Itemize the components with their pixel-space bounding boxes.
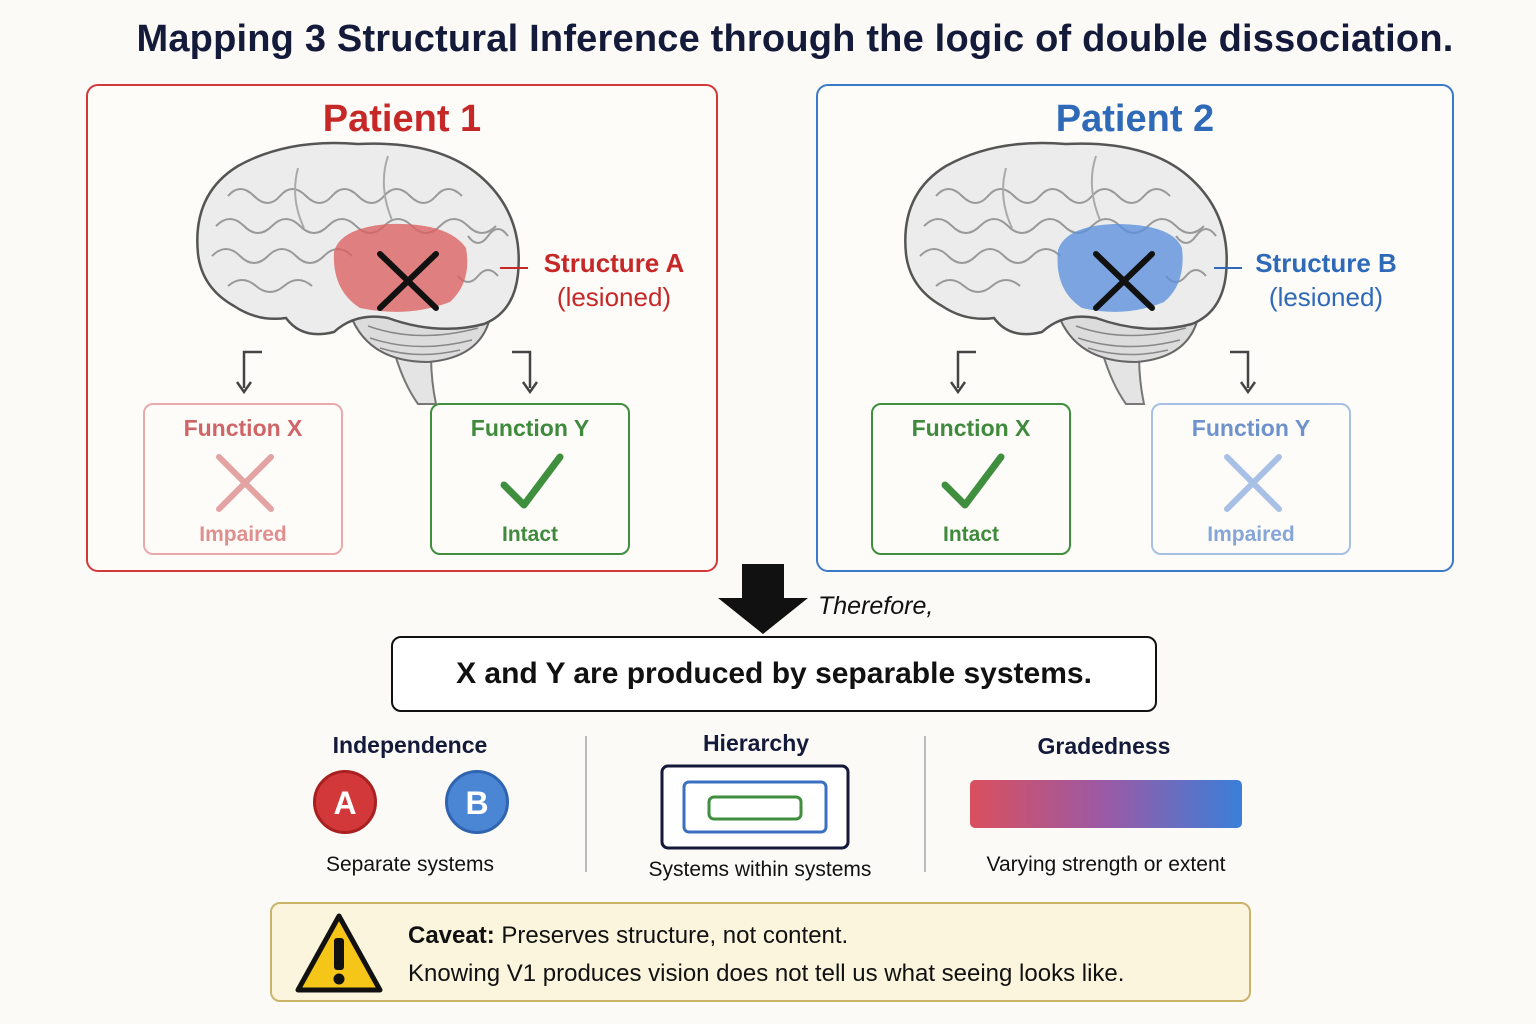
function-state: Intact xyxy=(501,523,558,546)
hierarchy-caption: Systems within systems xyxy=(648,858,872,881)
warning-icon xyxy=(295,913,383,993)
caveat-label: Caveat: xyxy=(408,922,495,949)
function-name: Function Y xyxy=(470,415,590,441)
structure-a-name: Structure A xyxy=(543,248,685,278)
arrow-down-icon xyxy=(512,350,539,395)
independence-heading: Independence xyxy=(332,732,488,758)
function-name: Function X xyxy=(911,415,1031,441)
gradient-bar xyxy=(970,780,1242,828)
therefore-label: Therefore, xyxy=(818,592,934,620)
brain-illustration-patient-1 xyxy=(196,141,528,405)
patient-1-function-y-box: Function Y Intact xyxy=(430,403,630,555)
structure-a-state: (lesioned) xyxy=(556,282,672,312)
patient-2-panel: Patient 2 Structure B (lesioned) xyxy=(816,84,1454,572)
gradedness-caption: Varying strength or extent xyxy=(986,853,1226,876)
arrow-down-icon xyxy=(949,350,976,395)
patient-2-title: Patient 2 xyxy=(1055,98,1215,140)
function-name: Function X xyxy=(183,415,303,441)
system-b-circle: B xyxy=(445,770,509,834)
brain-illustration-patient-2 xyxy=(904,141,1242,405)
function-state: Impaired xyxy=(199,523,287,546)
structure-b-label: Structure B (lesioned) xyxy=(1246,246,1406,314)
caveat-line-2: Knowing V1 produces vision does not tell… xyxy=(408,960,1125,987)
patient-1-function-x-box: Function X Impaired xyxy=(143,403,343,555)
checkmark-icon xyxy=(500,453,564,509)
function-state: Impaired xyxy=(1207,523,1295,546)
cross-icon xyxy=(1224,454,1282,512)
gradedness-heading: Gradedness xyxy=(1037,733,1171,759)
caveat-line-1: Caveat: Preserves structure, not content… xyxy=(408,922,848,950)
arrow-down-icon xyxy=(1230,350,1257,395)
structure-b-state: (lesioned) xyxy=(1268,282,1384,312)
structure-b-name: Structure B xyxy=(1255,248,1397,278)
arrow-down-icon xyxy=(235,350,262,395)
structure-a-label: Structure A (lesioned) xyxy=(534,246,694,314)
divider xyxy=(585,736,587,872)
hierarchy-heading: Hierarchy xyxy=(702,730,810,756)
function-state: Intact xyxy=(942,523,999,546)
divider xyxy=(924,736,926,872)
conclusion-box: X and Y are produced by separable system… xyxy=(391,636,1157,712)
nested-systems-icon xyxy=(660,764,850,850)
caveat-text-1: Preserves structure, not content. xyxy=(501,922,849,949)
page-title: Mapping 3 Structural Inference through t… xyxy=(136,18,1454,60)
patient-2-function-x-box: Function X Intact xyxy=(871,403,1071,555)
big-down-arrow-icon xyxy=(718,564,808,634)
function-name: Function Y xyxy=(1191,415,1311,441)
checkmark-icon xyxy=(941,453,1005,509)
patient-1-panel: Patient 1 Structure A (lesioned xyxy=(86,84,718,572)
system-a-circle: A xyxy=(313,770,377,834)
caveat-box: Caveat: Preserves structure, not content… xyxy=(270,902,1251,1002)
independence-caption: Separate systems xyxy=(325,853,495,876)
patient-2-function-y-box: Function Y Impaired xyxy=(1151,403,1351,555)
patient-1-title: Patient 1 xyxy=(322,98,482,140)
cross-icon xyxy=(216,454,274,512)
